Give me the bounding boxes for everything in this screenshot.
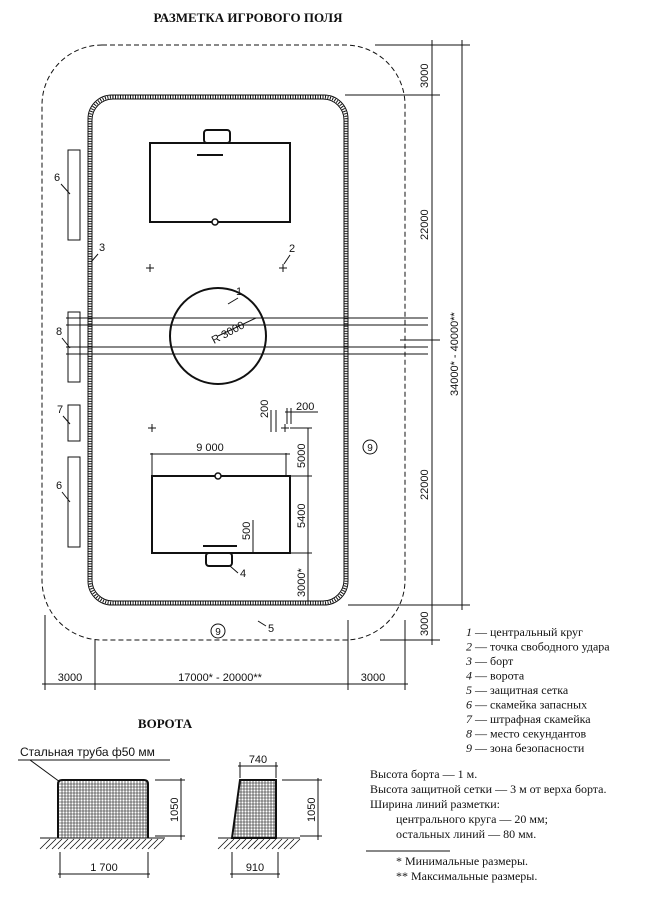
- lower-goal-zone: [151, 472, 291, 567]
- free-kick-points: [146, 264, 289, 432]
- length-dimensions: 3000 22000 22000 3000 34000* - 40000**: [345, 40, 470, 645]
- note-other-lines-width: остальных линий — 80 мм.: [396, 827, 536, 841]
- svg-text:22000: 22000: [419, 209, 431, 240]
- footnote-max: ** Максимальные размеры.: [396, 869, 537, 883]
- front-width: 1 700: [90, 862, 118, 874]
- goals-title: ВОРОТА: [138, 716, 193, 731]
- legend-item: 2— точка свободного удара: [466, 640, 610, 654]
- goal-front-view: Стальная труба ф50 мм 1050 1 700: [18, 745, 185, 878]
- center-circle: [169, 287, 267, 385]
- diagram-title: РАЗМЕТКА ИГРОВОГО ПОЛЯ: [154, 10, 344, 25]
- side-top-width: 740: [249, 754, 267, 766]
- label-8: 8: [56, 326, 62, 338]
- safety-zone-outline: [41, 44, 406, 641]
- front-height: 1050: [169, 798, 181, 822]
- legend-item: 4— ворота: [466, 669, 525, 683]
- svg-text:17000* - 20000**: 17000* - 20000**: [178, 672, 263, 684]
- side-bottom-width: 910: [246, 862, 264, 874]
- svg-text:200: 200: [259, 400, 271, 418]
- label-2: 2: [289, 243, 295, 255]
- legend-item: 7— штрафная скамейка: [466, 712, 591, 726]
- label-5: 5: [268, 623, 274, 635]
- penalty-bench: [67, 404, 81, 442]
- upper-goal: [203, 129, 231, 144]
- svg-text:3000*: 3000*: [296, 568, 308, 597]
- legend-item: 6— скамейка запасных: [466, 698, 587, 712]
- svg-text:5400: 5400: [296, 504, 308, 528]
- bench-reserve-bottom: [67, 456, 81, 548]
- svg-text:200: 200: [296, 401, 314, 413]
- label-9-bottom: 9: [215, 627, 221, 638]
- board: [87, 94, 349, 606]
- pipe-label: Стальная труба ф50 мм: [20, 745, 155, 759]
- svg-text:3000: 3000: [361, 672, 385, 684]
- note-line-width: Ширина линий разметки:: [370, 797, 500, 811]
- free-kick-cross-icon: [281, 424, 289, 432]
- radius-label: R 3000: [210, 319, 247, 346]
- note-net-height: Высота защитной сетки — 3 м от верха бор…: [370, 782, 607, 796]
- bench-reserve-top: [67, 149, 81, 241]
- notes: Высота борта — 1 м. Высота защитной сетк…: [366, 767, 607, 883]
- center-lines: [66, 317, 428, 355]
- upper-goal-zone: [149, 129, 291, 226]
- svg-text:5000: 5000: [296, 444, 308, 468]
- lower-goal: [205, 552, 233, 567]
- free-kick-cross-icon: [146, 264, 154, 272]
- note-center-circle-width: центрального круга — 20 мм;: [396, 812, 548, 826]
- label-7: 7: [57, 404, 63, 416]
- svg-text:34000* - 40000**: 34000* - 40000**: [449, 311, 461, 396]
- legend-item: 9— зона безопасности: [466, 741, 585, 755]
- legend-item: 8— место секундантов: [466, 727, 586, 741]
- svg-text:22000: 22000: [419, 469, 431, 500]
- callout-labels: 6 3 2 1 8 7 6 4 5 9 9: [54, 172, 378, 639]
- label-6-top: 6: [54, 172, 60, 184]
- footnote-min: * Минимальные размеры.: [396, 854, 528, 868]
- width-dimensions: 3000 17000* - 20000** 3000: [42, 615, 408, 690]
- radius-line: [217, 317, 257, 337]
- svg-text:9 000: 9 000: [196, 442, 224, 454]
- legend-item: 1— центральный круг: [466, 625, 583, 639]
- zone-dimensions: 9 000 5000 5400 3000* 500 200 200: [150, 400, 318, 605]
- seconds-place: [67, 311, 81, 383]
- svg-text:500: 500: [241, 522, 253, 540]
- svg-text:3000: 3000: [419, 612, 431, 636]
- label-9-right: 9: [367, 443, 373, 454]
- free-kick-cross-icon: [148, 424, 156, 432]
- svg-text:3000: 3000: [58, 672, 82, 684]
- benches: [67, 149, 81, 548]
- note-board-height: Высота борта — 1 м.: [370, 767, 477, 781]
- label-6-bottom: 6: [56, 480, 62, 492]
- free-kick-cross-icon: [279, 264, 287, 272]
- label-1: 1: [236, 286, 242, 298]
- legend-item: 3— борт: [465, 654, 514, 668]
- label-4: 4: [240, 568, 246, 580]
- svg-text:3000: 3000: [419, 64, 431, 88]
- label-3: 3: [99, 242, 105, 254]
- goal-side-view: 740 1050 910: [217, 754, 322, 878]
- legend-item: 5— защитная сетка: [466, 683, 569, 697]
- side-height: 1050: [306, 798, 318, 822]
